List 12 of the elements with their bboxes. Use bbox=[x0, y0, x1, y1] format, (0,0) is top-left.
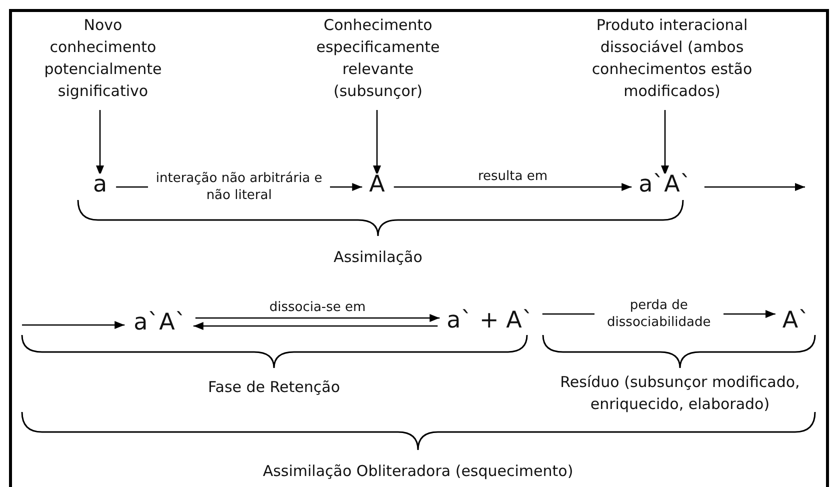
arrow bbox=[96, 110, 104, 176]
arrow bbox=[394, 183, 632, 191]
arrow bbox=[22, 321, 125, 329]
brace-label: Assimilação Obliteradora (esquecimento) bbox=[262, 461, 574, 482]
arrow bbox=[195, 314, 440, 322]
arrow bbox=[704, 183, 805, 191]
brace-label: Assimilação bbox=[334, 247, 422, 268]
brace-label: Resíduo (subsunçor modificado, enriquecido, elaborado) bbox=[559, 372, 801, 415]
arrow bbox=[373, 110, 381, 176]
arrow bbox=[661, 110, 669, 176]
arrow bbox=[193, 322, 438, 330]
brace-label: Fase de Retenção bbox=[208, 377, 340, 398]
